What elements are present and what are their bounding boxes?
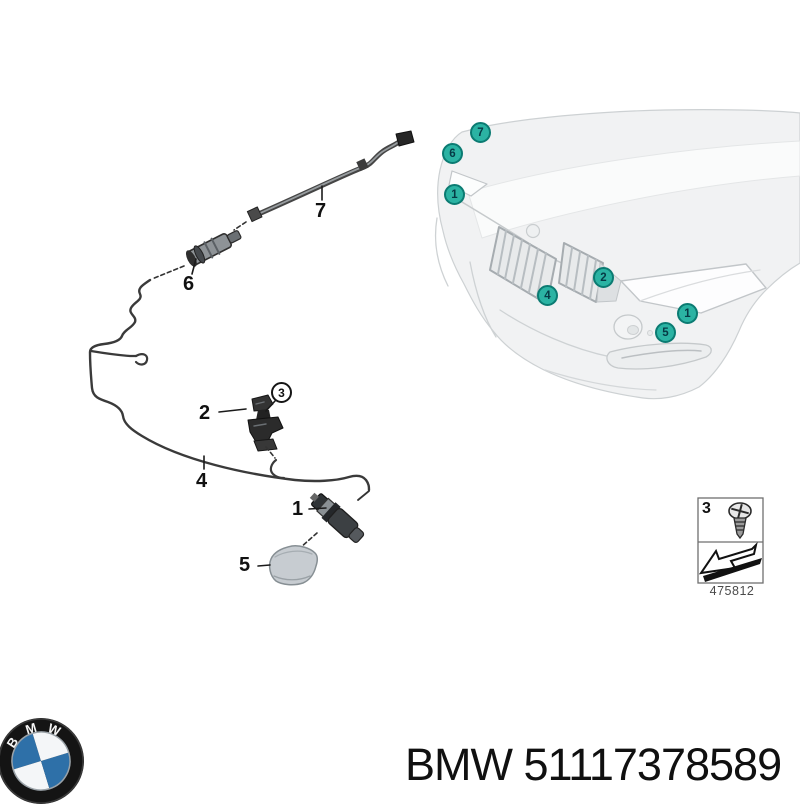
part-label-5: 5: [239, 554, 251, 576]
wheel-arch-line: [434, 217, 449, 287]
part-label-1: 1: [292, 498, 304, 520]
bmw-logo: B M W: [0, 717, 85, 805]
hose-to-jet-line: [357, 490, 370, 501]
headlight-inner-line: [639, 269, 761, 302]
hood-crease-band: [467, 140, 800, 239]
air-intake: [606, 342, 712, 370]
exploded-parts-drawing: [88, 130, 415, 586]
direction-arrow-icon: [698, 541, 762, 582]
assembly-dash-bracket: [265, 446, 276, 459]
hardware-box: [697, 497, 764, 584]
hardware-box-item-number: 3: [702, 500, 711, 517]
car-callout-7: 7: [470, 122, 491, 143]
washer-hose-part: [88, 278, 371, 492]
washer-tube-part: [246, 130, 415, 223]
cover-cap-part: [268, 545, 319, 586]
part-number-text: BMW 51117378589: [405, 739, 782, 790]
hardware-box-code: 475812: [709, 584, 755, 598]
part-label-4: 4: [196, 470, 208, 492]
hose-connector-part: [185, 230, 242, 267]
car-callout-6: 6: [442, 143, 463, 164]
car-front-illustration: [434, 109, 800, 400]
kidney-grille-right: [558, 242, 604, 303]
car-callout-2: 2: [593, 267, 614, 288]
circled-part-label-3: 3: [271, 382, 292, 403]
assembly-dash-jet: [299, 532, 318, 549]
washer-jet-part: [309, 492, 365, 543]
car-callout-5: 5: [655, 322, 676, 343]
bumper-crease-line: [499, 309, 612, 358]
bmw-roundel-icon: B M W: [0, 718, 84, 804]
car-callout-4: 4: [537, 285, 558, 306]
assembly-dash-tube: [233, 221, 247, 231]
holder-bracket-part: [247, 394, 284, 452]
part-label-2: 2: [199, 402, 211, 424]
bumper-side-line: [469, 261, 497, 338]
car-callout-1-right: 1: [677, 303, 698, 324]
bumper-lower-line: [544, 369, 657, 391]
part-label-6: 6: [183, 273, 195, 295]
fog-light: [613, 314, 653, 340]
hood-roundel-mark: [525, 223, 541, 239]
leader-lines: [191, 185, 327, 567]
assembly-dash-connector: [151, 265, 185, 280]
right-headlight: [620, 263, 767, 314]
logo-letter-m: M: [24, 720, 39, 738]
car-callout-1-left: 1: [444, 184, 465, 205]
screw-icon: [728, 502, 752, 540]
part-label-7: 7: [315, 200, 327, 222]
